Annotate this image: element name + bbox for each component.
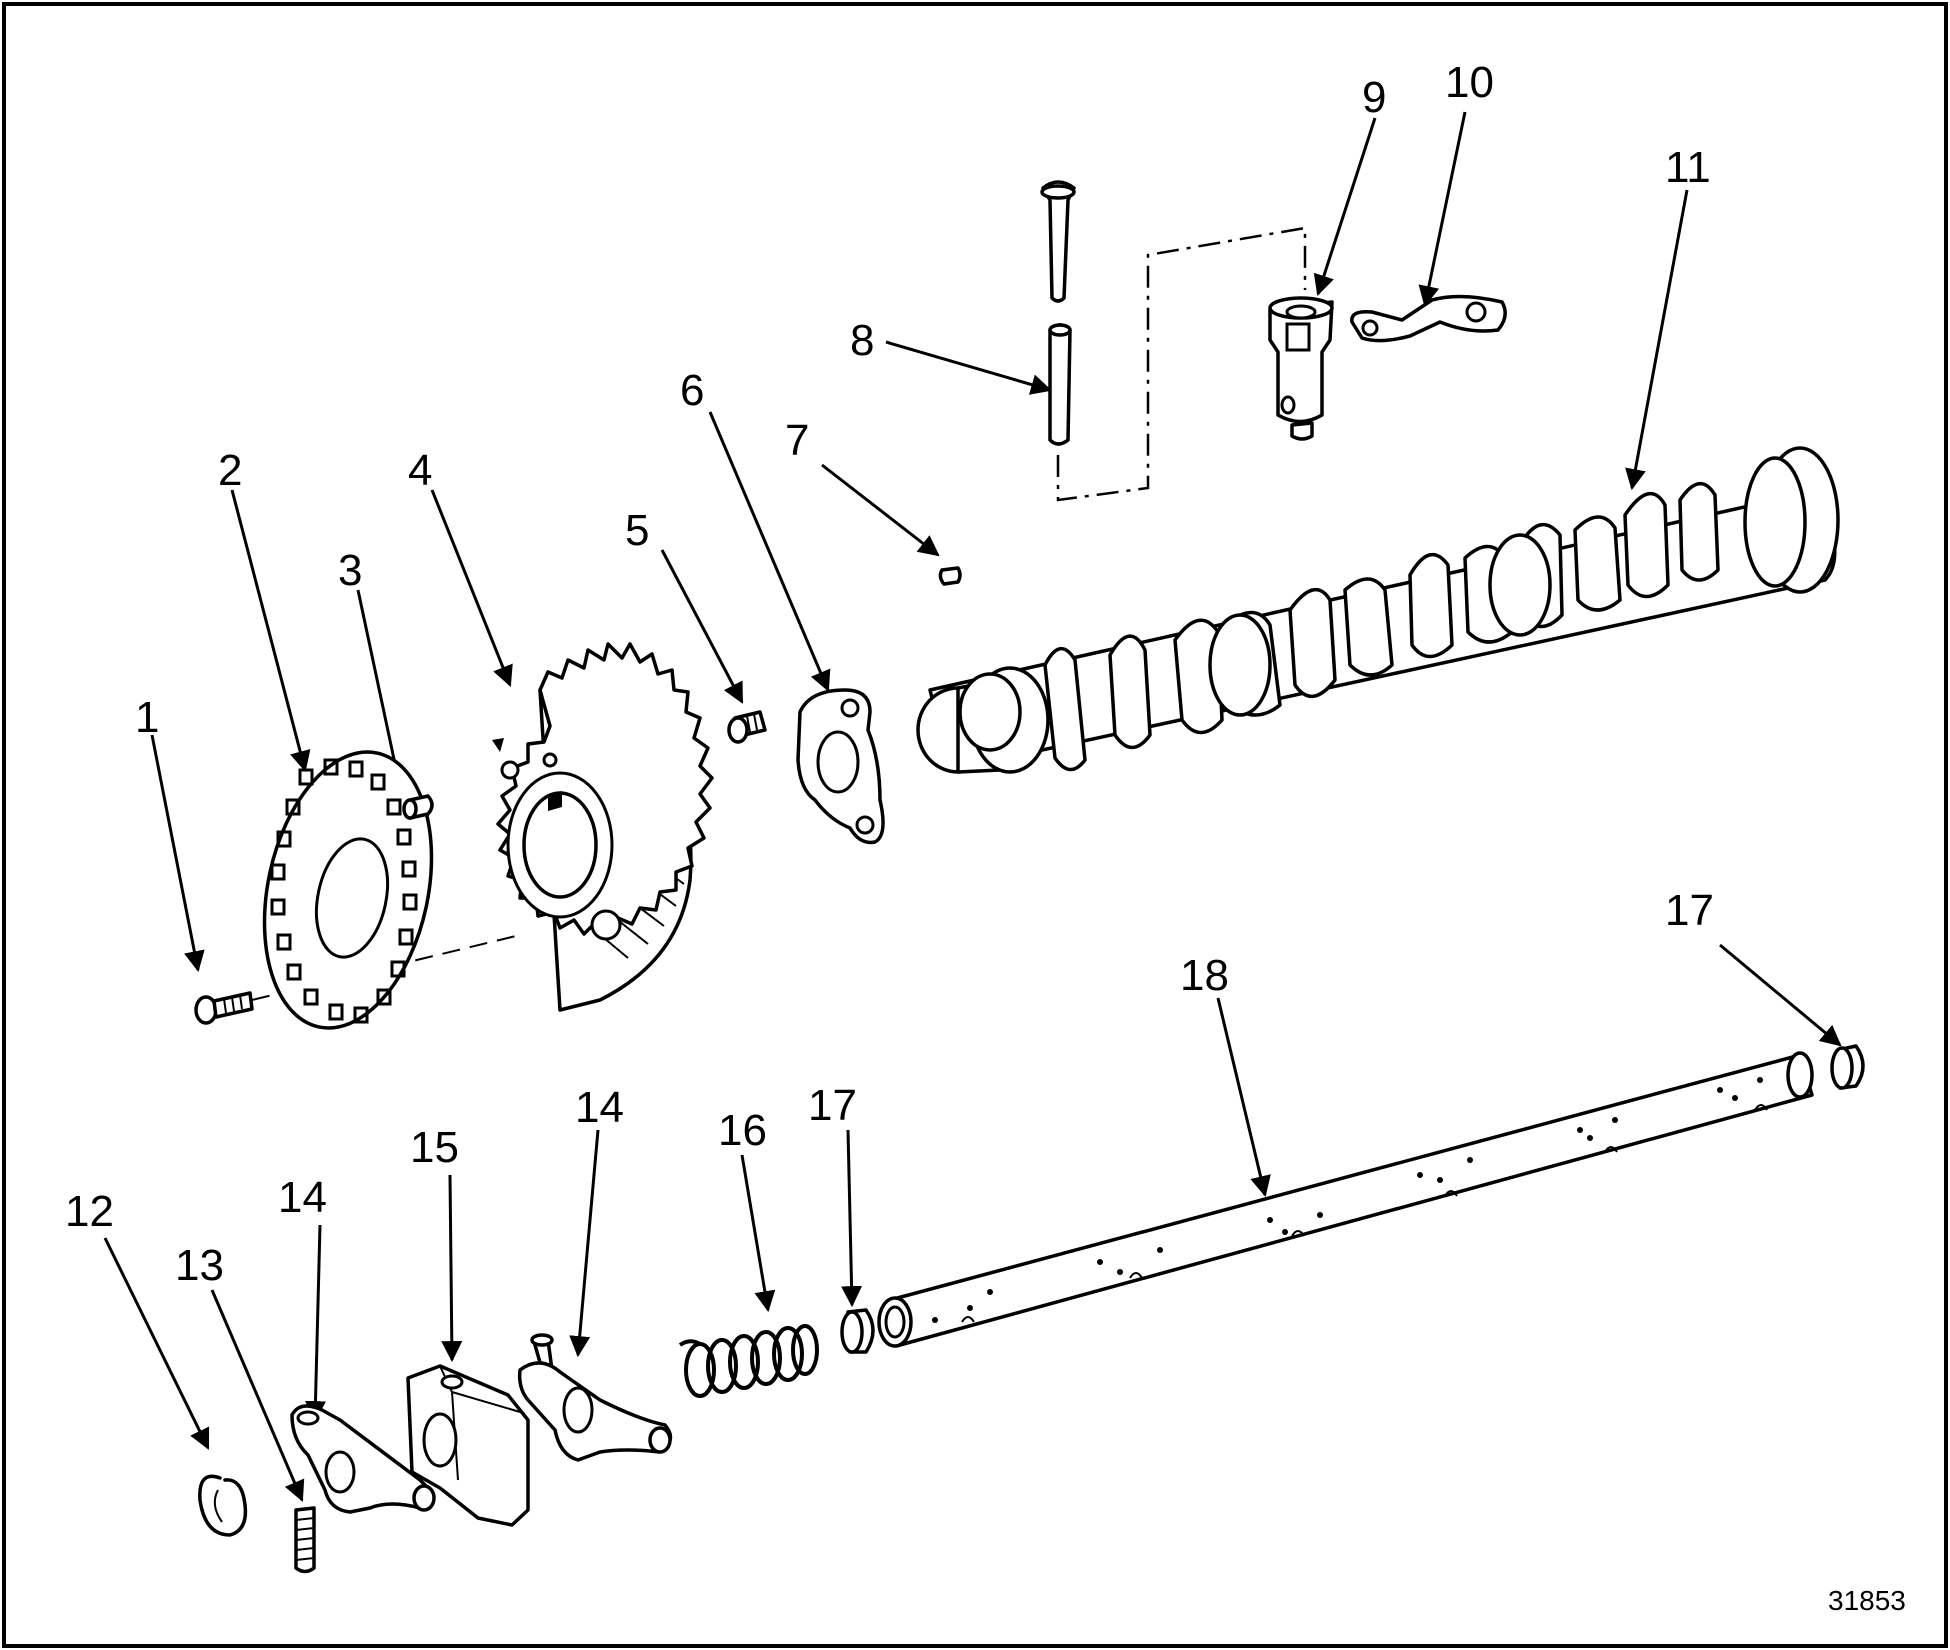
callout-18: 18 xyxy=(1180,951,1229,1000)
leader-15 xyxy=(441,1174,463,1363)
leader-lines xyxy=(103,111,1842,1502)
leader-9 xyxy=(1313,117,1377,296)
callout-3: 3 xyxy=(338,546,362,595)
callout-6: 6 xyxy=(680,366,704,415)
part-camshaft-gear xyxy=(492,642,714,1012)
part-spring xyxy=(678,1324,819,1398)
callout-5: 5 xyxy=(625,506,649,555)
leader-12 xyxy=(103,1237,210,1450)
part-woodruff-key xyxy=(938,566,962,586)
part-lifter-guide xyxy=(1350,294,1507,343)
callout-8: 8 xyxy=(850,316,874,365)
callout-4: 4 xyxy=(408,446,432,495)
leader-4 xyxy=(430,489,513,687)
part-timing-ring xyxy=(262,750,434,1030)
callout-13: 13 xyxy=(175,1241,224,1290)
callout-15: 15 xyxy=(410,1123,459,1172)
leader-13 xyxy=(210,1289,305,1502)
leader-6 xyxy=(708,411,831,692)
part-retaining-ring xyxy=(198,1474,248,1537)
callout-1: 1 xyxy=(135,693,159,742)
part-push-rod xyxy=(1040,180,1076,446)
leader-11 xyxy=(1625,189,1689,491)
callout-2: 2 xyxy=(218,446,242,495)
alignment-line xyxy=(1056,226,1307,502)
leader-14a xyxy=(304,1224,326,1423)
part-camshaft xyxy=(916,446,1840,774)
leader-17b xyxy=(1719,943,1842,1047)
leader-18 xyxy=(1216,997,1271,1198)
leader-5 xyxy=(660,549,744,704)
part-rocker-bracket xyxy=(406,1364,530,1527)
part-rocker-arm-left xyxy=(290,1404,436,1514)
leader-10 xyxy=(1418,111,1467,308)
part-rocker-shaft xyxy=(877,1051,1814,1348)
callout-7: 7 xyxy=(785,416,809,465)
callout-12: 12 xyxy=(65,1187,114,1236)
part-plug-left xyxy=(840,1308,875,1354)
leader-8 xyxy=(885,340,1053,395)
callout-9: 9 xyxy=(1362,73,1386,122)
part-plug-right xyxy=(1830,1044,1865,1090)
leader-2 xyxy=(230,489,311,773)
part-rocker-arm-right xyxy=(517,1333,673,1462)
leader-16 xyxy=(740,1154,776,1313)
callout-14a: 14 xyxy=(278,1173,327,1222)
leader-17a xyxy=(841,1129,863,1308)
callout-11: 11 xyxy=(1665,143,1711,192)
leader-14b xyxy=(569,1129,600,1358)
callout-16: 16 xyxy=(718,1106,767,1155)
leader-7 xyxy=(821,463,940,557)
part-valve-lifter xyxy=(1268,296,1334,441)
part-set-screw xyxy=(294,1506,316,1574)
callout-17a: 17 xyxy=(808,1081,857,1130)
callout-17b: 17 xyxy=(1665,886,1714,935)
part-thrust-plate xyxy=(796,688,885,845)
callout-14b: 14 xyxy=(575,1083,624,1132)
part-dowel-pin xyxy=(402,794,434,820)
callout-labels: 1 2 3 4 5 6 7 8 9 10 11 12 13 14 14 15 1… xyxy=(65,58,1714,1290)
callout-10: 10 xyxy=(1445,58,1494,107)
part-small-bolt xyxy=(727,710,767,744)
figure-number: 31853 xyxy=(1828,1585,1906,1616)
leader-1 xyxy=(150,734,205,973)
